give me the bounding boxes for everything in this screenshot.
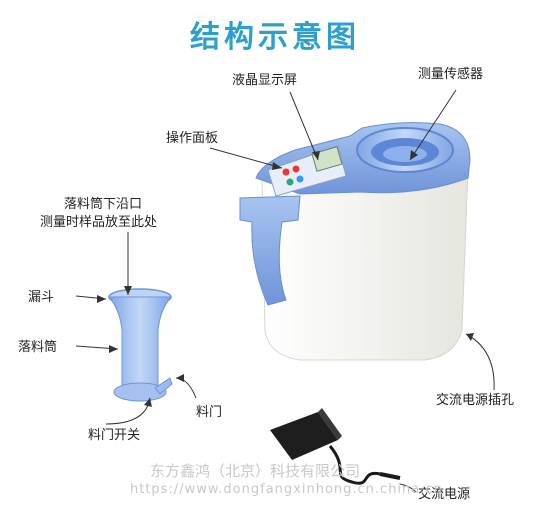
sensor-cup — [356, 127, 454, 173]
arrow-heads — [97, 150, 474, 407]
watermark-url: https://www.dongfangxinhong.cn.china.cn — [130, 482, 443, 497]
label-tube: 落料筒 — [18, 340, 58, 355]
control-panel — [267, 145, 347, 197]
panel-button — [296, 175, 304, 183]
label-power-socket: 交流电源插孔 — [436, 393, 515, 408]
label-funnel: 漏斗 — [28, 290, 55, 305]
label-gate-switch: 料门开关 — [88, 428, 141, 443]
funnel-tube — [107, 288, 173, 402]
label-sensor: 测量传感器 — [418, 67, 484, 82]
label-display: 液晶显示屏 — [232, 73, 298, 88]
page-title: 结构示意图 — [190, 20, 360, 55]
gate-switch-lever — [154, 377, 173, 395]
panel-button — [292, 165, 300, 173]
panel-button — [282, 168, 290, 176]
panel-button — [286, 178, 294, 186]
power-adapter — [270, 408, 401, 485]
label-power: 交流电源 — [418, 487, 471, 502]
label-rim-line2: 测量时样品放至此处 — [40, 215, 158, 230]
label-rim-line1: 落料筒下沿口 — [64, 197, 143, 212]
label-panel: 操作面板 — [166, 131, 219, 146]
watermark-company: 东方鑫鸿（北京）科技有限公司 — [150, 462, 361, 480]
label-gate: 料门 — [196, 405, 223, 420]
